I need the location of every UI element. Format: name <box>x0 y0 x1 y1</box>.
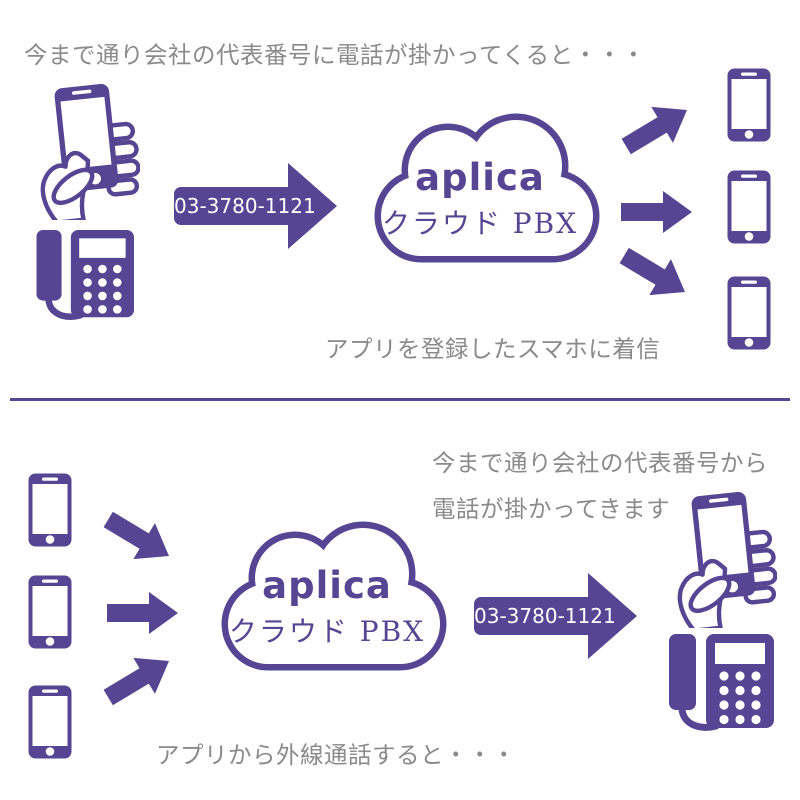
smartphone-icon <box>28 575 72 649</box>
incoming-number-arrow: 03-3780-1121 <box>172 162 338 250</box>
smartphone-icon <box>727 276 771 350</box>
cloud-service-name: クラウド PBX <box>228 615 426 648</box>
incoming-title: 今まで通り会社の代表番号に電話が掛かってくると・・・ <box>24 41 646 69</box>
desk-phone-icon <box>30 230 134 321</box>
outgoing-note-line2: 電話が掛かってきます <box>432 495 671 523</box>
cloud-brand-name: aplica <box>262 564 392 607</box>
outgoing-phone-number: 03-3780-1121 <box>474 604 616 628</box>
smartphone-icon <box>28 473 72 547</box>
hand-holding-smartphone-icon <box>34 84 140 220</box>
fan-arrow-down-icon <box>613 237 697 312</box>
converge-arrow-middle-icon <box>107 591 179 635</box>
outgoing-cloud-pbx: aplica クラウド PBX <box>221 520 447 672</box>
incoming-cloud-pbx: aplica クラウド PBX <box>374 112 600 264</box>
incoming-phone-number: 03-3780-1121 <box>174 194 316 218</box>
fan-arrow-middle-icon <box>621 190 693 234</box>
fan-arrow-up-icon <box>615 91 699 166</box>
outgoing-caption: アプリから外線通話すると・・・ <box>156 741 516 769</box>
section-divider <box>10 398 790 401</box>
converge-arrow-down-icon <box>97 501 181 576</box>
cloud-brand-name: aplica <box>415 156 545 199</box>
outgoing-note-line1: 今まで通り会社の代表番号から <box>432 449 768 477</box>
desk-phone-icon <box>662 634 774 732</box>
hand-holding-smartphone-icon <box>671 492 777 628</box>
incoming-caption: アプリを登録したスマホに着信 <box>325 335 661 363</box>
smartphone-icon <box>28 685 72 759</box>
outgoing-number-arrow: 03-3780-1121 <box>472 572 638 660</box>
converge-arrow-up-icon <box>97 642 181 717</box>
smartphone-icon <box>727 170 771 244</box>
cloud-service-name: クラウド PBX <box>381 207 579 240</box>
smartphone-icon <box>727 68 771 142</box>
